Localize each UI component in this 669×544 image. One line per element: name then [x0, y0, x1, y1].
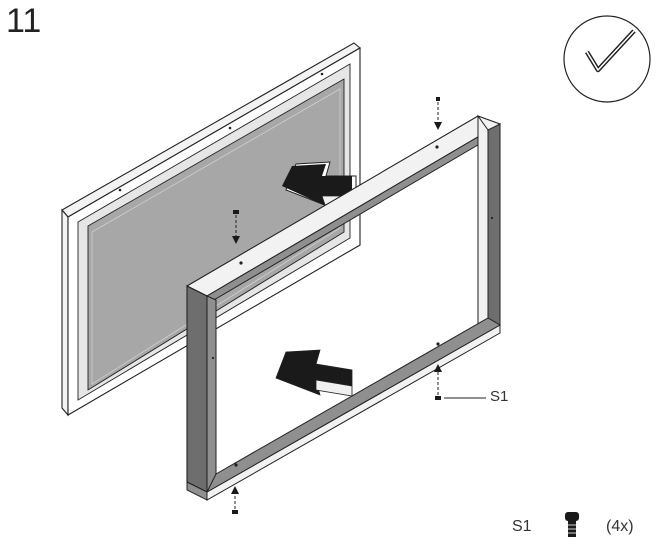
outer-frame	[185, 114, 502, 501]
step-number: 11	[6, 2, 42, 40]
screw-top-right	[434, 97, 442, 130]
mirror-glass	[87, 78, 345, 391]
parts-legend-label: S1	[512, 518, 532, 535]
screw-bottom-left	[231, 486, 239, 514]
mirror-panel	[61, 42, 361, 417]
screw-icon	[565, 512, 579, 537]
screw-bottom-right	[434, 364, 486, 400]
hex-key-icon	[585, 29, 636, 73]
tool-badge	[563, 15, 651, 103]
screw-callout-label: S1	[490, 388, 509, 405]
parts-legend-quantity: (4x)	[606, 518, 634, 535]
arrow-icon	[275, 349, 353, 397]
screw-top-left	[232, 210, 240, 244]
